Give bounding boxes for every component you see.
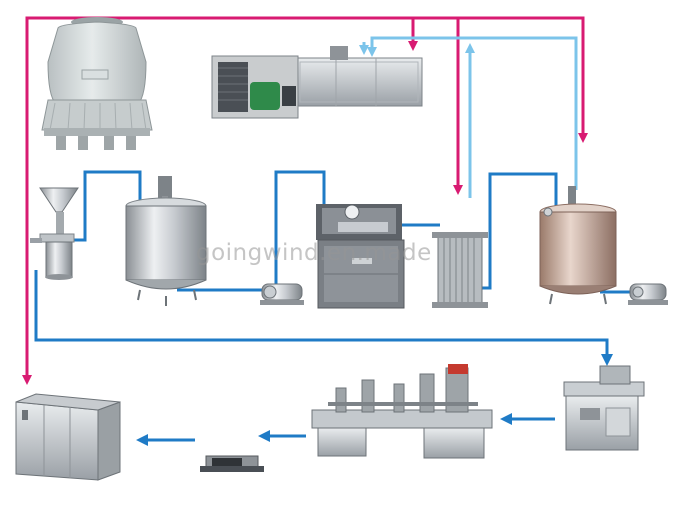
transfer-pump: [260, 283, 304, 305]
discharge-pump: [628, 283, 668, 305]
ice-water-chiller: [211, 46, 423, 119]
homogenizer: [316, 204, 405, 309]
cold-room: [15, 393, 121, 481]
cold-water-line: [359, 36, 578, 198]
watermark: goingwind.en.made: [196, 240, 432, 266]
plate-heat-exchanger: [432, 232, 488, 308]
aging-tank: [539, 186, 617, 305]
hot-water-line: [22, 16, 588, 385]
cup-filling-line: [311, 364, 493, 459]
filling-sealing-machine: [563, 365, 645, 451]
band-sealer: [200, 455, 264, 472]
flow-arrows: [136, 413, 555, 446]
colloid-mill: [30, 187, 79, 280]
cooling-tower: [41, 17, 153, 150]
mixing-tank: [125, 176, 207, 306]
